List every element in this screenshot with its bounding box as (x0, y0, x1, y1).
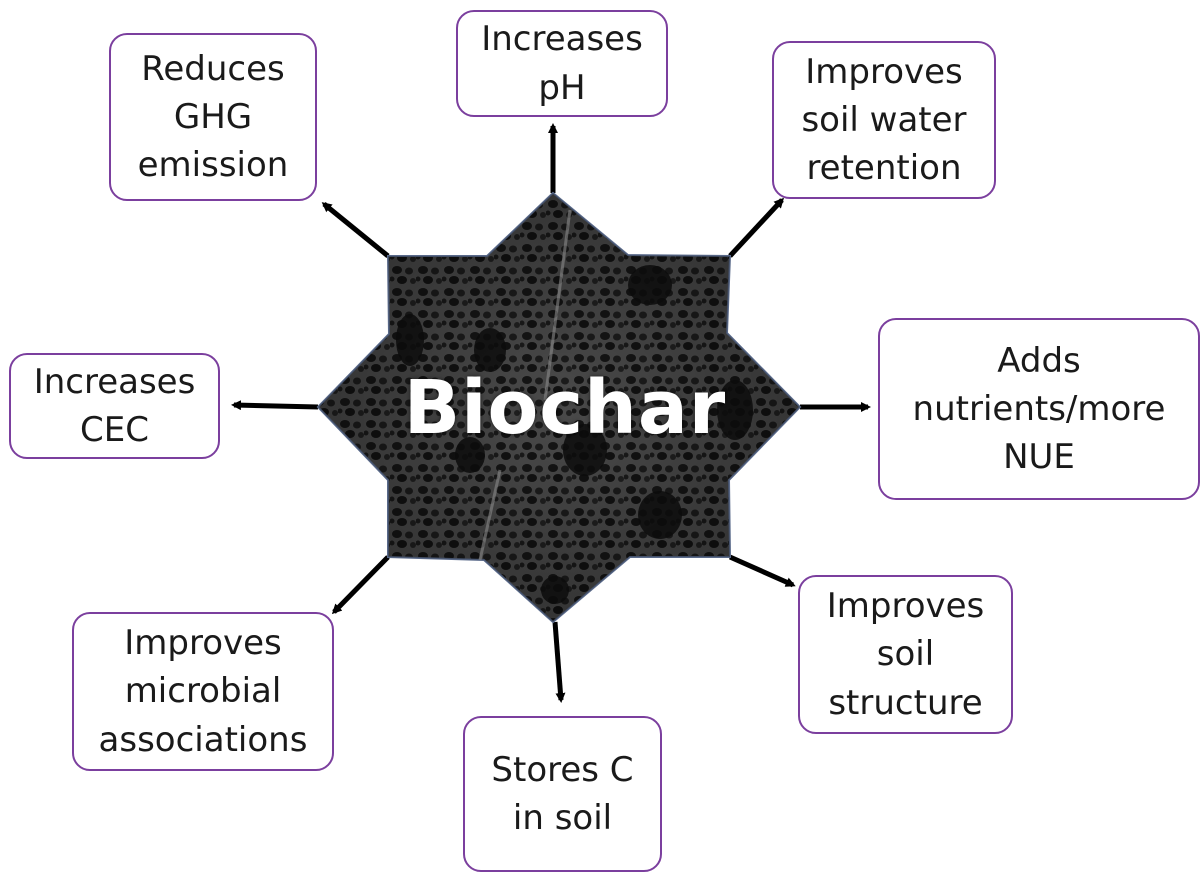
arrow-to-stores-c (552, 621, 566, 703)
effect-line: NUE (1003, 437, 1075, 478)
effect-line: structure (828, 682, 983, 723)
effect-box-adds-nutrients: Adds nutrients/more NUE (878, 318, 1200, 500)
effect-line: soil (876, 634, 935, 675)
effect-line: Increases (481, 19, 643, 60)
arrows (231, 123, 871, 703)
effect-line: Adds (997, 340, 1081, 381)
effect-box-increases-cec: Increases CEC (9, 353, 220, 459)
effect-line: retention (806, 148, 962, 189)
effect-line: Stores C (491, 749, 634, 790)
arrow-to-water-retention (728, 197, 785, 258)
effect-line: associations (98, 719, 308, 760)
effect-box-reduces-ghg: Reduces GHG emission (109, 33, 317, 201)
effect-line: Improves (124, 623, 282, 664)
arrow-to-increases-cec (231, 400, 319, 411)
arrow-to-microbial (331, 555, 390, 615)
effect-line: in soil (512, 798, 613, 838)
arrow-to-reduces-ghg (321, 202, 390, 258)
effect-line: Improves (805, 51, 963, 92)
effect-line: GHG (173, 96, 253, 137)
effect-line: pH (538, 67, 586, 108)
effect-line: microbial (124, 671, 282, 712)
effect-line: nutrients/more (912, 388, 1166, 429)
effect-line: Increases (33, 361, 196, 402)
effect-line: CEC (80, 410, 149, 450)
effect-line: Improves (826, 586, 985, 627)
biochar-star (316, 191, 802, 624)
effect-box-increases-ph: Increases pH (456, 10, 668, 117)
effect-line: emission (137, 145, 289, 186)
arrow-to-soil-structure (728, 554, 796, 588)
effect-box-soil-structure: Improves soil structure (798, 575, 1013, 734)
effect-box-stores-c: Stores C in soil (463, 716, 662, 872)
effect-line: soil water (801, 99, 967, 140)
effect-line: Reduces (141, 48, 285, 89)
effect-box-microbial: Improves microbial associations (72, 612, 334, 771)
effect-box-water-retention: Improves soil water retention (772, 41, 996, 199)
center-label-biochar: Biochar (403, 365, 727, 451)
